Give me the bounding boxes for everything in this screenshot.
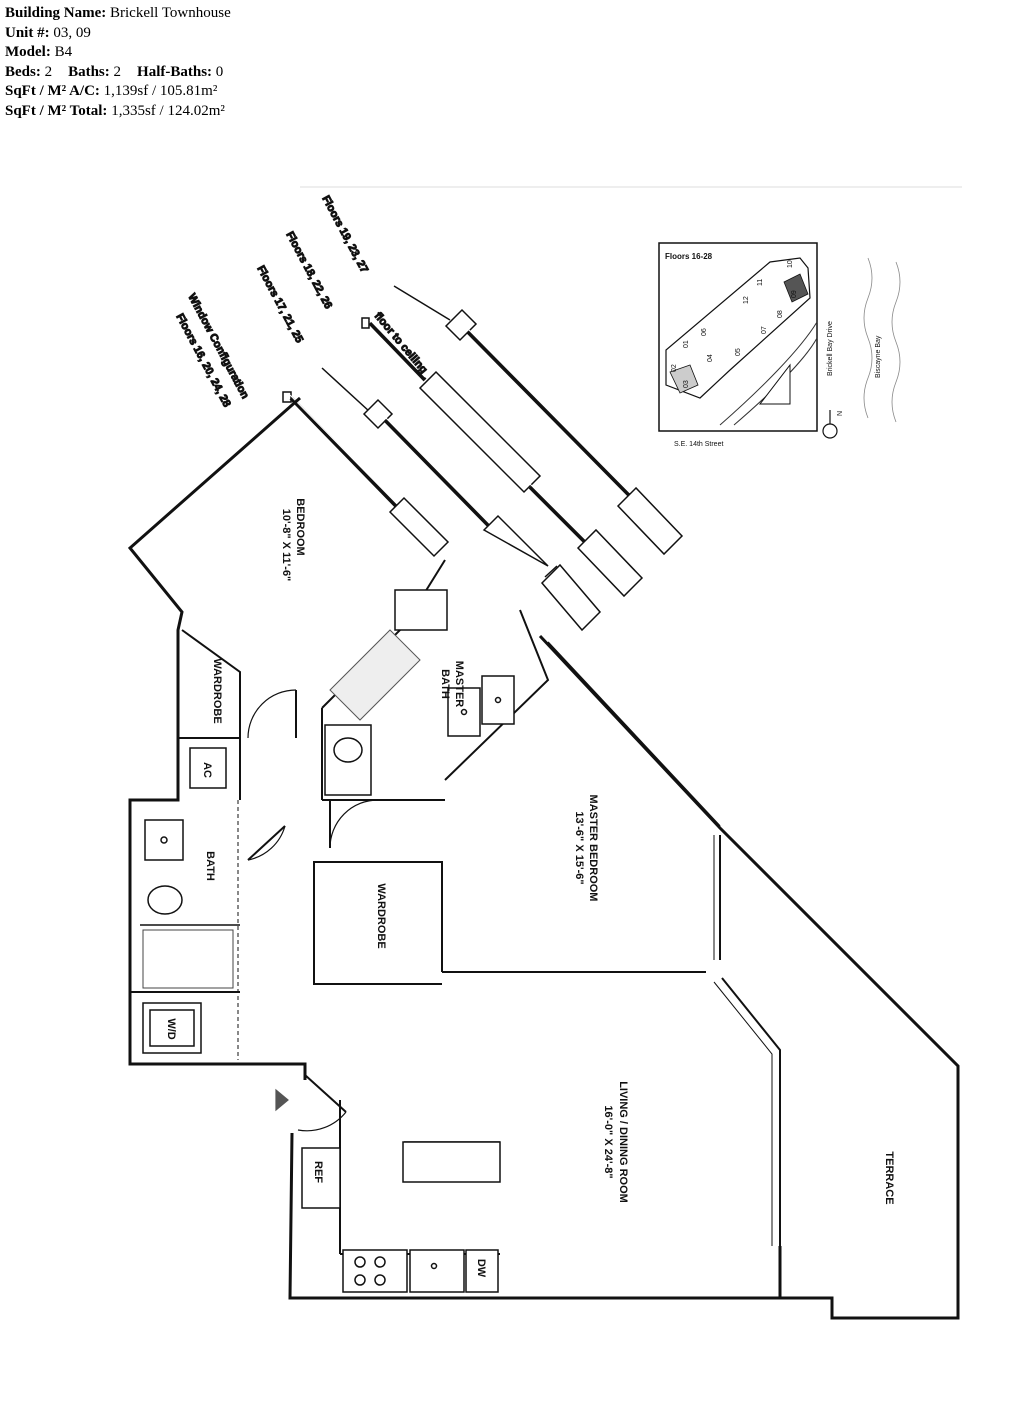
master-toilet [333, 737, 363, 763]
living-label: LIVING / DINING ROOM [617, 1081, 629, 1203]
building-name-row: Building Name: Brickell Townhouse [5, 5, 231, 21]
master-bedroom-door-arc [329, 799, 379, 849]
svg-text:03: 03 [683, 380, 690, 388]
kitchen-island [402, 1141, 501, 1183]
building-name: Brickell Townhouse [110, 5, 231, 21]
wardrobe-1-label: WARDROBE [211, 658, 223, 723]
wd-label: W/D [165, 1018, 177, 1039]
north-label: N [837, 411, 844, 416]
wardrobe-wall [181, 629, 241, 738]
dishwasher [465, 1249, 499, 1293]
half-baths: 0 [215, 63, 224, 80]
svg-text:11: 11 [757, 279, 764, 286]
svg-text:02: 02 [671, 364, 678, 372]
baths: 2 [113, 63, 122, 80]
sqft-ac: 1,139sf / 105.81m² [103, 83, 218, 99]
master-bath-label-2: BATH [439, 669, 451, 699]
window-strip-a [282, 391, 450, 558]
ac-unit [189, 747, 227, 789]
svg-text:01: 01 [683, 340, 690, 348]
wardrobe-closet-wall [313, 861, 443, 985]
fixtures [142, 589, 515, 1293]
entry-arrow-icon [275, 1088, 289, 1112]
wardrobe-2-label: WARDROBE [375, 883, 387, 948]
unit-row: Unit #: 03, 09 [5, 24, 91, 41]
key-plan-road [719, 321, 818, 426]
master-shower-tile [329, 629, 421, 721]
terrace-label: TERRACE [883, 1151, 895, 1204]
entry-door-arc [297, 1111, 347, 1132]
model: B4 [54, 44, 73, 60]
svg-text:10: 10 [787, 260, 794, 268]
unit-number: 03, 09 [53, 24, 91, 41]
window-floors-c: Floors 18, 22, 26 [283, 230, 334, 311]
room-labels: BEDROOM 10'-8" X 11'-6" WARDROBE MASTER … [165, 498, 895, 1278]
svg-text:05: 05 [735, 348, 742, 356]
unit-info: Building Name: Brickell Townhouse Unit #… [5, 4, 231, 121]
bay-shoreline [863, 257, 873, 419]
svg-text:08: 08 [777, 310, 784, 318]
ref-label: REF [312, 1161, 324, 1183]
bathtub [394, 589, 448, 631]
svg-text:09: 09 [791, 290, 798, 298]
master-bath-label: MASTER [453, 661, 465, 708]
key-plan-unit-09 [783, 273, 809, 303]
cooktop [342, 1249, 408, 1293]
key-plan-street-right: Brickell Bay Drive [827, 321, 834, 376]
bath-toilet [147, 885, 183, 915]
master-bedroom-label: MASTER BEDROOM [587, 795, 599, 902]
ac-label: AC [201, 762, 213, 778]
doors [247, 689, 379, 1132]
key-plan-street-bottom: S.E. 14th Street [674, 441, 723, 448]
shower [142, 929, 234, 989]
key-plan-unit-03 [669, 364, 699, 394]
north-arrow-icon [822, 423, 838, 439]
wardrobe-door-arc [247, 689, 297, 739]
window-configurations: Window Configuration Floors 16, 20, 24, … [173, 193, 684, 632]
floor-to-ceiling-note: floor to ceiling [372, 310, 430, 376]
bath-label: BATH [204, 851, 216, 881]
window-floors-b: Floors 17, 21, 25 [254, 264, 305, 345]
svg-text:12: 12 [743, 296, 750, 304]
key-plan-water: Biscayne Bay [875, 335, 882, 378]
svg-text:04: 04 [707, 354, 714, 362]
svg-text:07: 07 [761, 326, 768, 334]
refrigerator [301, 1147, 341, 1209]
window-strip-c [361, 317, 644, 598]
kitchen-sink [409, 1249, 465, 1293]
key-plan-plaza [758, 363, 791, 405]
sqft-ac-row: SqFt / M² A/C: 1,139sf / 105.81m² [5, 83, 218, 99]
unit-walls [127, 396, 960, 1320]
dw-label: DW [475, 1259, 487, 1278]
sqft-total: 1,335sf / 124.02m² [111, 102, 225, 119]
window-strip-d [393, 285, 684, 556]
bedroom-dimensions: 10'-8" X 11'-6" [280, 509, 292, 582]
bath-door-arc [247, 825, 286, 861]
living-dimensions: 16'-0" X 24'-8" [602, 1105, 614, 1178]
beds: 2 [44, 63, 53, 80]
window-strip-b [321, 367, 602, 632]
key-plan: Floors 16-28 02 01 03 04 05 06 07 08 09 … [658, 242, 901, 448]
key-plan-title: Floors 16-28 [665, 252, 713, 261]
sqft-total-row: SqFt / M² Total: 1,335sf / 124.02m² [5, 102, 225, 119]
key-plan-building [665, 257, 811, 399]
window-floors-d: Floors 19, 23, 27 [319, 194, 370, 275]
model-row: Model: B4 [5, 44, 73, 60]
bedroom-label: BEDROOM [294, 498, 306, 555]
master-bedroom-dimensions: 13'-6" X 15'-6" [573, 811, 585, 884]
svg-text:06: 06 [701, 328, 708, 336]
